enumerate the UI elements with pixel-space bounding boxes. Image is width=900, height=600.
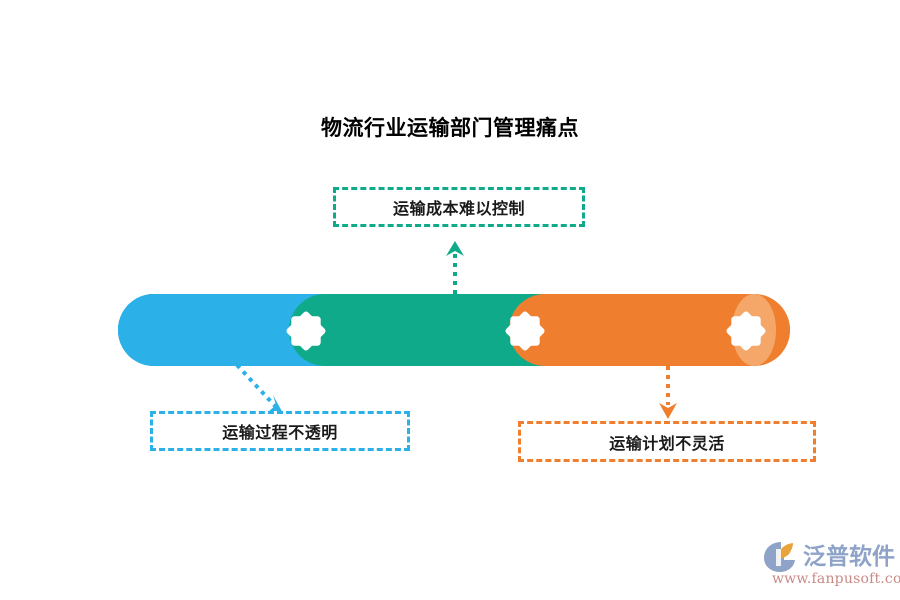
callout-box-transport-cost[interactable]: 运输成本难以控制	[333, 187, 585, 227]
pipeline-segment-green[interactable]	[289, 294, 545, 366]
watermark-url: www.fanpusoft.com	[772, 571, 900, 587]
connector-arrow-down-right	[659, 366, 677, 419]
pipeline-bar	[118, 294, 790, 366]
callout-label: 运输成本难以控制	[392, 199, 525, 218]
connector-arrow-up	[446, 241, 464, 294]
callout-box-transport-plan[interactable]: 运输计划不灵活	[518, 421, 816, 462]
callout-label: 运输计划不灵活	[609, 433, 725, 453]
pipeline-segment-blue[interactable]	[118, 294, 325, 366]
page-title: 物流行业运输部门管理痛点	[321, 116, 579, 140]
connector-arrow-down-left	[235, 363, 285, 417]
callout-label: 运输过程不透明	[222, 423, 338, 442]
watermark-logo: 泛普软件 www.fanpusoft.com	[762, 538, 900, 590]
watermark-brand: 泛普软件	[803, 543, 895, 570]
callout-box-transport-transparency[interactable]: 运输过程不透明	[150, 411, 410, 451]
fanpu-logo-icon	[764, 542, 795, 572]
